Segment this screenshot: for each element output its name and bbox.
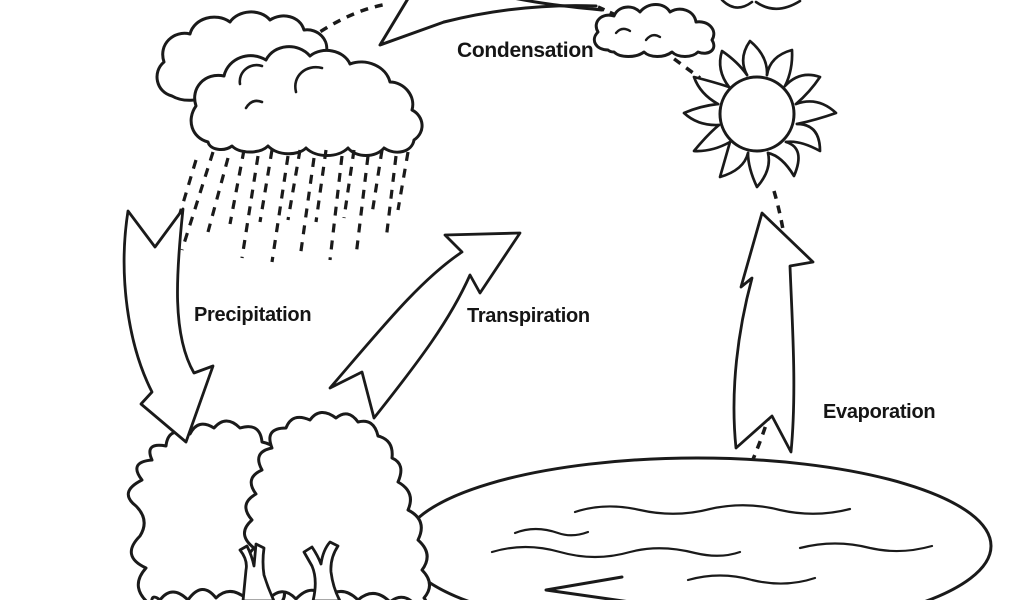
condensation-arrow	[378, 0, 604, 47]
tree-right-canopy	[243, 411, 431, 600]
rain-cloud-inner-detail	[244, 99, 264, 110]
cloud-remnant-icon	[720, 0, 802, 11]
rain-cloud-inner-detail	[294, 65, 324, 94]
label-precipitation: Precipitation	[194, 304, 312, 326]
precipitation-arrow	[122, 207, 215, 444]
sun-icon	[682, 39, 838, 189]
label-transpiration: Transpiration	[467, 305, 590, 327]
rain-cloud-icon	[155, 10, 424, 157]
small-cloud-inner-detail	[614, 27, 632, 35]
tree-right-trunk	[302, 540, 342, 600]
rain-cloud-inner-detail	[238, 63, 264, 86]
cloud-to-arrow-dashed-line	[306, 2, 389, 42]
label-condensation: Condensation	[457, 39, 594, 62]
small-cloud-inner-detail	[644, 33, 662, 42]
small-cloud-icon	[592, 3, 716, 58]
label-evaporation: Evaporation	[823, 401, 936, 423]
evaporation-arrow	[732, 211, 815, 454]
arrow-to-small-cloud-dashed-line	[597, 5, 621, 19]
tree-right-icon	[243, 411, 431, 600]
tree-left-trunk	[238, 542, 276, 600]
tree-trunks	[238, 540, 342, 600]
rain-dashes	[170, 149, 410, 263]
runoff-arrow	[544, 575, 630, 600]
transpiration-arrow	[328, 231, 522, 420]
lake-waves	[490, 504, 934, 585]
sun-disc	[718, 75, 796, 153]
